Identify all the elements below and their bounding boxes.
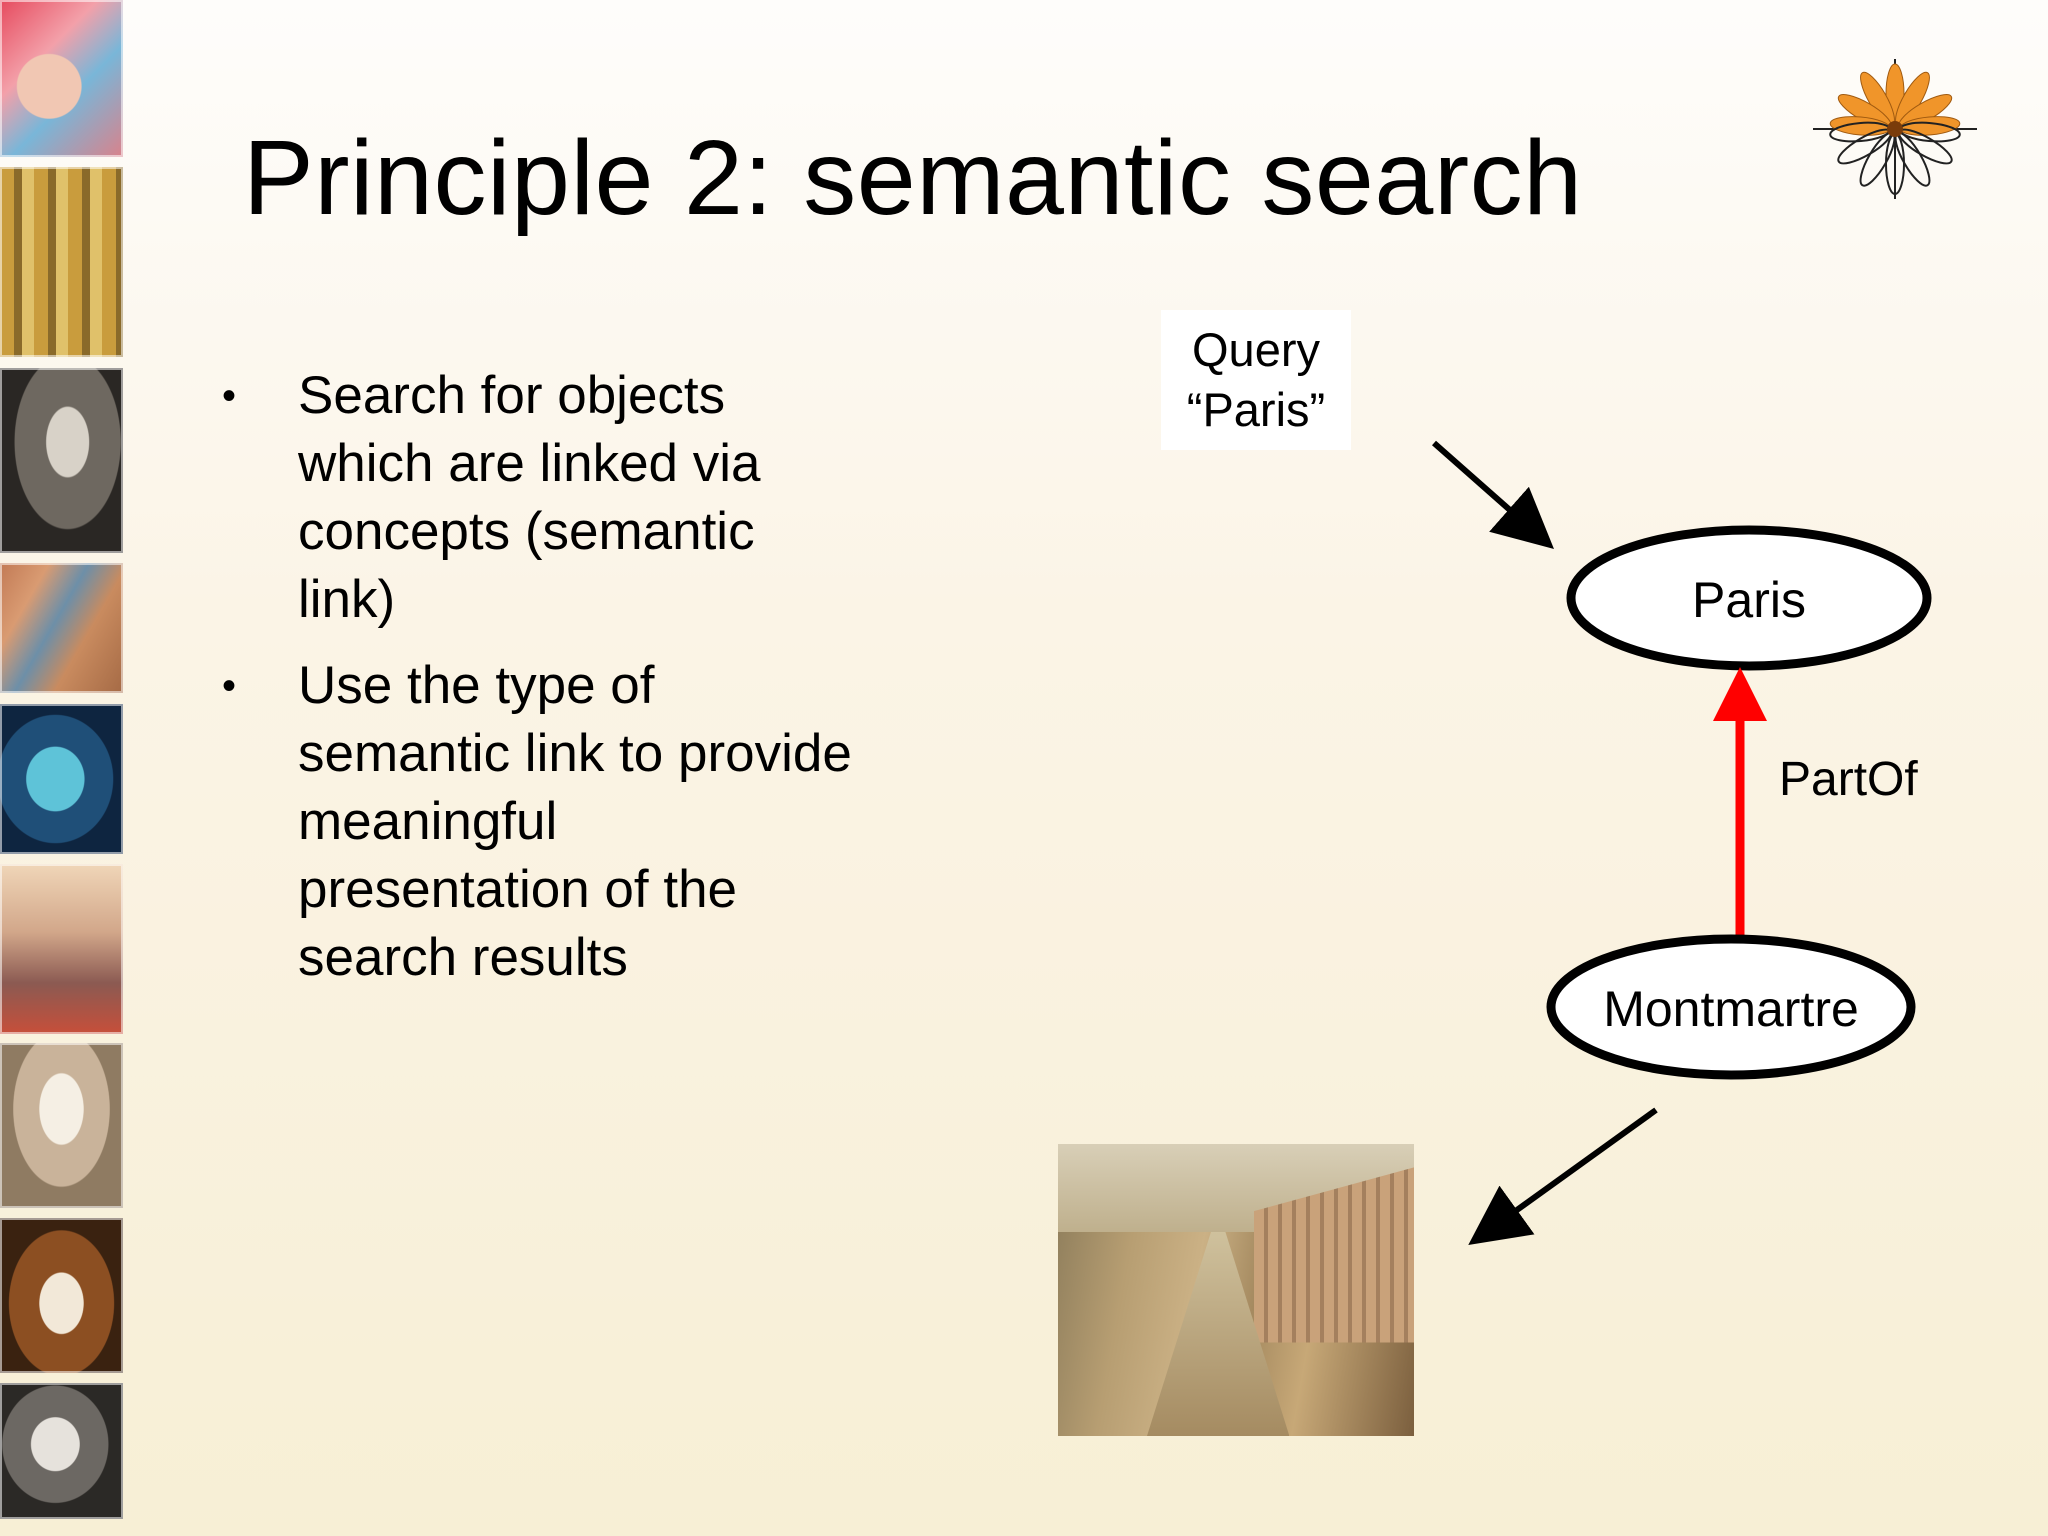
thumbnail-6 <box>0 864 123 1034</box>
thumbnail-5 <box>0 704 123 854</box>
thumbnail-1 <box>0 0 123 157</box>
thumbnail-2 <box>0 167 123 357</box>
thumbnail-4 <box>0 563 123 693</box>
bullet-text: Search for objects which are linked via … <box>298 366 761 629</box>
partof-edge-label: PartOf <box>1779 753 1918 806</box>
thumbnail-7 <box>0 1043 123 1208</box>
bullet-list: • Search for objects which are linked vi… <box>218 362 858 1010</box>
bullet-item: • Use the type of semantic link to provi… <box>218 652 858 992</box>
slide-title: Principle 2: semantic search <box>243 119 1583 237</box>
bullet-marker: • <box>222 374 237 418</box>
flower-logo-icon <box>1813 59 1977 199</box>
thumbnail-9 <box>0 1383 123 1519</box>
bullet-marker: • <box>222 664 237 708</box>
thumbnail-8 <box>0 1218 123 1373</box>
query-box: Query “Paris” <box>1161 310 1351 450</box>
artwork-thumbnail-strip <box>0 0 123 1536</box>
query-arrow <box>1432 440 1554 549</box>
node-montmartre <box>1546 934 1916 1080</box>
result-painting-image <box>1058 1144 1414 1436</box>
bullet-item: • Search for objects which are linked vi… <box>218 362 858 634</box>
node-paris <box>1566 525 1932 671</box>
bullet-text: Use the type of semantic link to provide… <box>298 656 852 987</box>
node-paris-label: Paris <box>1692 572 1806 628</box>
thumbnail-3 <box>0 368 123 553</box>
node-montmartre-label: Montmartre <box>1603 981 1859 1037</box>
result-arrow <box>1468 1107 1658 1246</box>
query-term: “Paris” <box>1186 383 1326 436</box>
query-label: Query <box>1192 323 1320 376</box>
